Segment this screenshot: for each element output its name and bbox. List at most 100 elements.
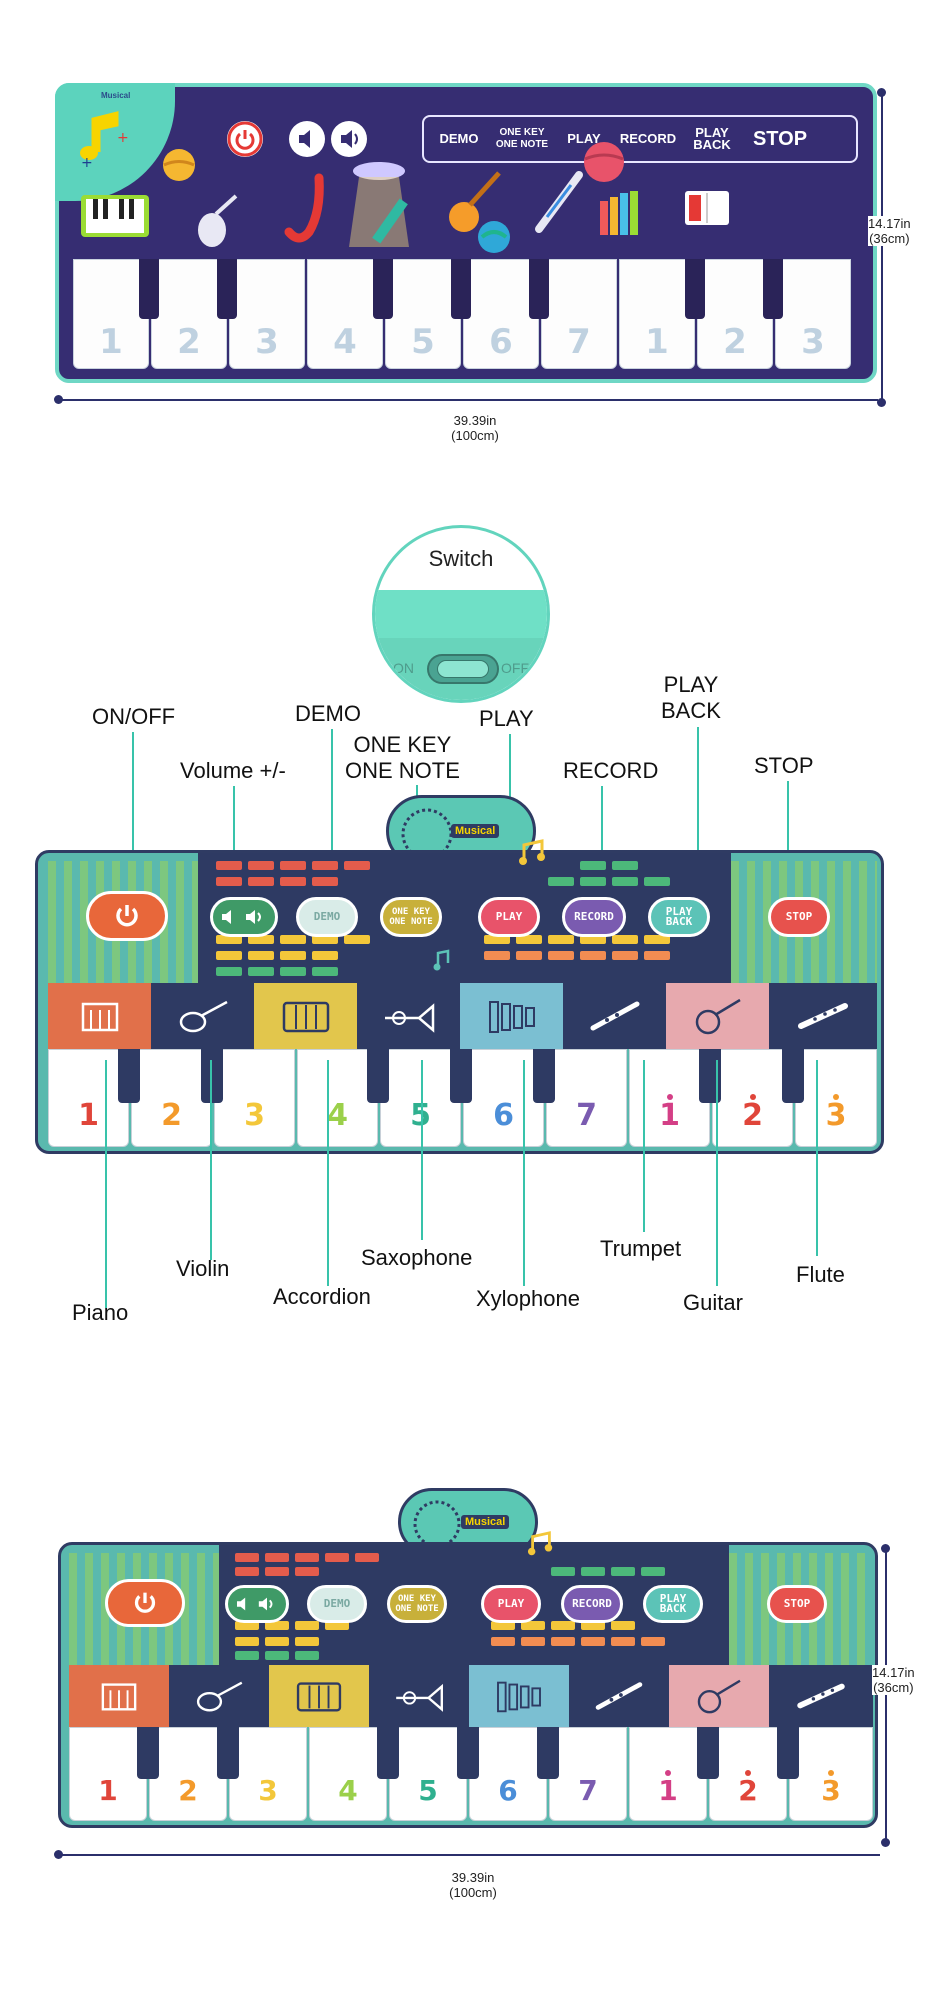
black-key[interactable] <box>373 259 393 319</box>
instrument-tile-flute[interactable] <box>769 1665 873 1727</box>
white-key[interactable]: 6 <box>463 259 539 369</box>
white-key[interactable]: 3 <box>229 259 305 369</box>
white-key[interactable]: 2 <box>131 1049 212 1147</box>
black-key[interactable] <box>450 1049 472 1103</box>
instrument-tile-xylophone[interactable] <box>469 1665 569 1727</box>
black-key[interactable] <box>139 259 159 319</box>
demo-button[interactable]: DEMO <box>296 897 358 937</box>
instrument-tile-xylophone[interactable] <box>460 983 563 1049</box>
white-key[interactable]: 4 <box>297 1049 378 1147</box>
black-key[interactable] <box>451 259 471 319</box>
play-control[interactable]: PLAY <box>567 131 601 146</box>
callout-volume: Volume +/- <box>180 758 286 783</box>
white-key[interactable]: 2 <box>697 259 773 369</box>
play-button[interactable]: PLAY <box>481 1585 541 1623</box>
white-key[interactable]: 2 <box>151 259 227 369</box>
play-back-button[interactable]: PLAY BACK <box>648 897 710 937</box>
play-back-control[interactable]: PLAY BACK <box>693 125 731 152</box>
white-key[interactable]: 6 <box>463 1049 544 1147</box>
instrument-tile-saxophone[interactable] <box>369 1665 469 1727</box>
white-key[interactable]: 1 <box>48 1049 129 1147</box>
instrument-tile-guitar[interactable] <box>669 1665 769 1727</box>
power-button[interactable] <box>227 121 263 157</box>
play-back-button[interactable]: PLAY BACK <box>643 1585 703 1623</box>
instrument-tile-violin[interactable] <box>151 983 254 1049</box>
instrument-tile-flute[interactable] <box>769 983 877 1049</box>
power-button[interactable] <box>86 891 168 941</box>
black-key[interactable] <box>137 1727 159 1779</box>
instrument-tile-violin[interactable] <box>169 1665 269 1727</box>
volume-button[interactable] <box>210 897 278 937</box>
black-key[interactable] <box>533 1049 555 1103</box>
demo-button[interactable]: DEMO <box>307 1585 367 1623</box>
piano-keyboard: 1 2 3 4 5 6 7 1 2 3 <box>73 259 861 369</box>
leader-line <box>816 1060 818 1256</box>
volume-up-button[interactable] <box>331 121 367 157</box>
white-key[interactable]: 1 <box>73 259 149 369</box>
black-key[interactable] <box>763 259 783 319</box>
white-key[interactable]: 7 <box>549 1727 627 1821</box>
black-key[interactable] <box>457 1727 479 1779</box>
white-key[interactable]: 1 <box>619 259 695 369</box>
white-key[interactable]: 1 <box>629 1049 710 1147</box>
one-key-control[interactable]: ONE KEY ONE NOTE <box>495 127 549 150</box>
white-key[interactable]: 2 <box>712 1049 793 1147</box>
black-key[interactable] <box>529 259 549 319</box>
instrument-tile-trumpet[interactable] <box>569 1665 669 1727</box>
switch-slider[interactable] <box>427 654 499 684</box>
power-button[interactable] <box>105 1579 185 1627</box>
leader-line <box>105 1060 107 1308</box>
white-key[interactable]: 1 <box>629 1727 707 1821</box>
instrument-tile-accordion[interactable] <box>269 1665 369 1727</box>
instrument-tile-piano[interactable] <box>69 1665 169 1727</box>
black-key[interactable] <box>201 1049 223 1103</box>
white-key[interactable]: 4 <box>309 1727 387 1821</box>
one-key-button[interactable]: ONE KEY ONE NOTE <box>387 1585 447 1623</box>
play-button[interactable]: PLAY <box>478 897 540 937</box>
black-key[interactable] <box>367 1049 389 1103</box>
white-key[interactable]: 3 <box>229 1727 307 1821</box>
instrument-tile-saxophone[interactable] <box>357 983 460 1049</box>
black-key[interactable] <box>377 1727 399 1779</box>
white-key[interactable]: 5 <box>389 1727 467 1821</box>
instrument-tile-piano[interactable] <box>48 983 151 1049</box>
one-key-button[interactable]: ONE KEY ONE NOTE <box>380 897 442 937</box>
stop-control[interactable]: STOP <box>752 128 808 150</box>
white-key[interactable]: 7 <box>541 259 617 369</box>
black-key[interactable] <box>697 1727 719 1779</box>
black-key[interactable] <box>118 1049 140 1103</box>
power-icon <box>116 905 138 927</box>
black-key[interactable] <box>217 1727 239 1779</box>
demo-control[interactable]: DEMO <box>439 131 479 146</box>
white-key[interactable]: 5 <box>385 259 461 369</box>
speaker-grille-icon <box>413 1500 461 1548</box>
black-key[interactable] <box>699 1049 721 1103</box>
white-key[interactable]: 3 <box>795 1049 877 1147</box>
white-key[interactable]: 2 <box>149 1727 227 1821</box>
black-key[interactable] <box>685 259 705 319</box>
white-key[interactable]: 3 <box>775 259 851 369</box>
instrument-tile-accordion[interactable] <box>254 983 357 1049</box>
stop-button[interactable]: STOP <box>767 1585 827 1623</box>
black-key[interactable] <box>217 259 237 319</box>
instrument-tile-trumpet[interactable] <box>563 983 666 1049</box>
volume-down-button[interactable] <box>289 121 325 157</box>
white-key[interactable]: 1 <box>69 1727 147 1821</box>
record-control[interactable]: RECORD <box>619 131 677 146</box>
black-key[interactable] <box>782 1049 804 1103</box>
instrument-tile-guitar[interactable] <box>666 983 769 1049</box>
white-key[interactable]: 6 <box>469 1727 547 1821</box>
color-piano-keyboard: 1 2 3 4 5 6 7 1 2 3 <box>69 1727 873 1821</box>
white-key[interactable]: 4 <box>307 259 383 369</box>
white-key[interactable]: 7 <box>546 1049 627 1147</box>
black-key[interactable] <box>777 1727 799 1779</box>
stop-button[interactable]: STOP <box>768 897 830 937</box>
white-key[interactable]: 3 <box>789 1727 873 1821</box>
switch-knob[interactable] <box>437 660 489 678</box>
record-button[interactable]: RECORD <box>561 1585 623 1623</box>
white-key[interactable]: 2 <box>709 1727 787 1821</box>
white-key[interactable]: 3 <box>214 1049 295 1147</box>
volume-button[interactable] <box>225 1585 289 1623</box>
black-key[interactable] <box>537 1727 559 1779</box>
record-button[interactable]: RECORD <box>562 897 626 937</box>
